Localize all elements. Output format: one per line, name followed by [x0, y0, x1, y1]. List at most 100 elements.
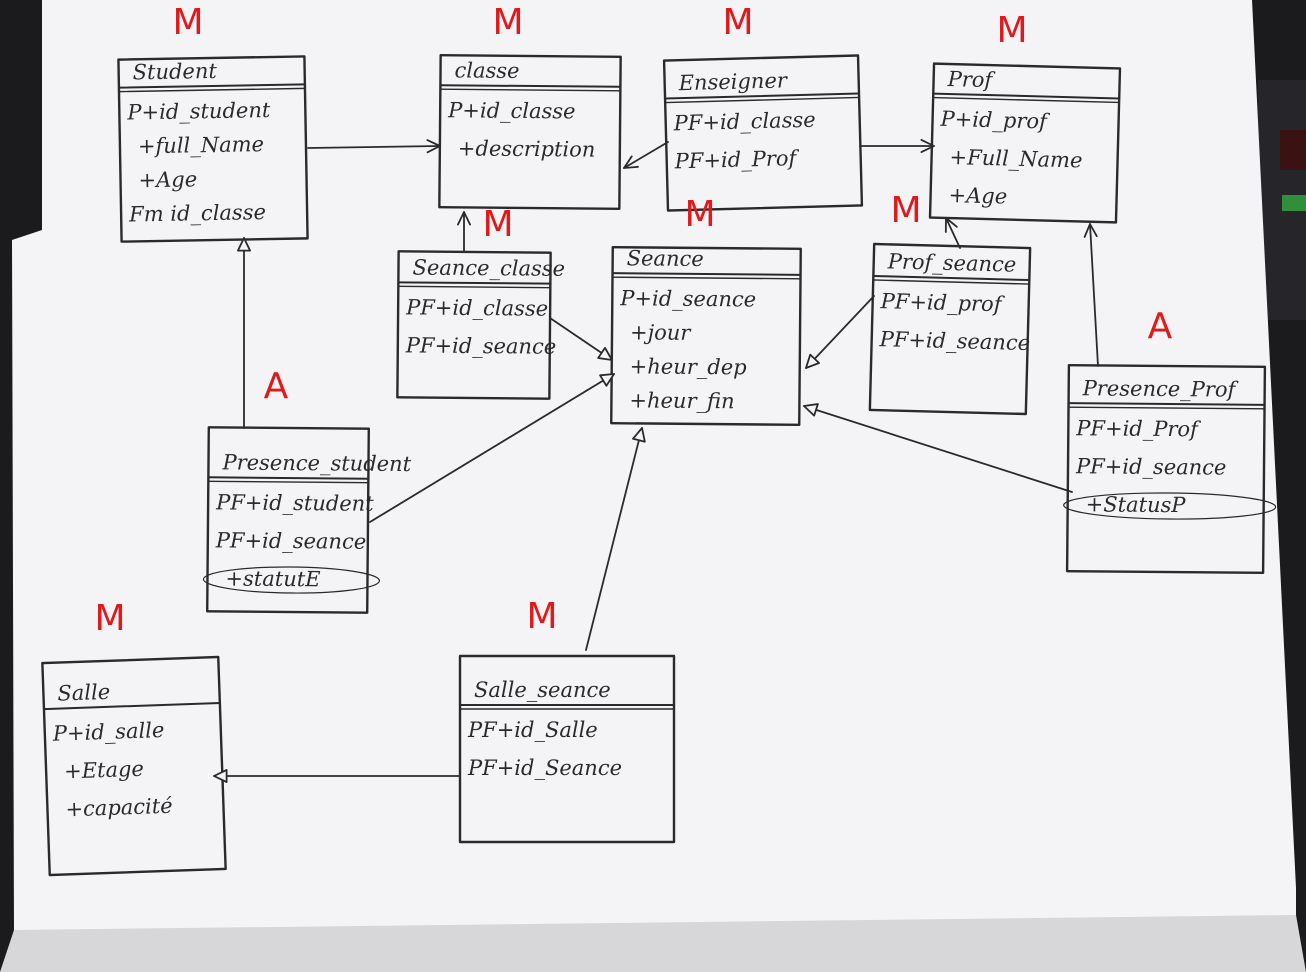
class-title: Prof_seance — [886, 249, 1016, 276]
class-title-divider — [117, 83, 306, 89]
class-title-divider-second — [611, 276, 802, 280]
open-arrowhead — [944, 217, 958, 233]
class-title: classe — [454, 58, 519, 83]
class-outline — [662, 54, 864, 212]
class-tag: M — [94, 598, 125, 639]
class-attribute: PF+id_seance — [215, 528, 367, 553]
class-title: Enseigner — [677, 68, 789, 95]
relation-enseigner-classe — [623, 141, 669, 169]
relation-line — [1089, 223, 1099, 367]
class-attribute: +capacité — [65, 794, 173, 822]
class-title-divider-second — [118, 87, 306, 93]
open-arrowhead — [426, 139, 441, 154]
class-title-divider-second — [664, 96, 860, 104]
class-title-divider — [207, 476, 370, 480]
class-attribute: +Age — [948, 183, 1007, 209]
class-title: Salle — [57, 680, 111, 706]
class-title: Seance — [627, 246, 704, 271]
class-attribute: PF+id_seance — [405, 333, 557, 358]
class-attribute: PF+id_student — [215, 490, 374, 515]
triangle-arrowhead — [599, 373, 615, 387]
relation-seance-classe-seance — [549, 317, 613, 361]
class-attribute: PF+id_classe — [405, 295, 548, 320]
relation-presence-prof-seance — [803, 403, 1073, 493]
class-tag: M — [890, 190, 921, 231]
class-tag: M — [996, 10, 1027, 51]
class-title-divider — [664, 92, 860, 100]
class-outline — [868, 242, 1032, 416]
open-arrowhead — [457, 211, 471, 226]
class-title-divider — [397, 281, 552, 285]
relation-line — [369, 373, 615, 523]
class-outline — [396, 250, 552, 400]
class-attribute: +Age — [138, 167, 197, 192]
class-attribute: +Etage — [64, 757, 145, 784]
class-box-presence-student: Presence_studentPF+id_studentPF+id_seanc… — [202, 426, 412, 614]
class-title: Student — [132, 59, 217, 84]
open-arrowhead — [1083, 223, 1098, 238]
class-tag: M — [684, 194, 715, 235]
relation-line — [307, 145, 441, 149]
relation-presence-student-student — [237, 237, 251, 429]
class-title-divider-second — [932, 96, 1120, 104]
class-attribute: PF+id_Seance — [467, 756, 622, 780]
triangle-arrowhead — [597, 346, 613, 361]
class-attribute: PF+id_classe — [672, 108, 816, 136]
class-title-divider — [1067, 402, 1266, 406]
class-outline — [41, 655, 227, 877]
class-attribute: PF+id_Prof — [1075, 416, 1201, 441]
class-outline — [117, 55, 309, 243]
class-title-divider-second — [872, 279, 1030, 285]
class-attribute: PF+id_seance — [878, 327, 1030, 355]
class-tag: M — [172, 2, 203, 43]
relation-line — [803, 405, 1073, 493]
paper-sheet — [12, 0, 1296, 935]
class-attribute: PF+id_Salle — [467, 718, 598, 742]
open-arrowhead — [623, 155, 639, 169]
class-outline — [438, 54, 622, 210]
class-tag: A — [264, 366, 289, 407]
paper-lower-edge — [0, 915, 1306, 972]
circled-attribute — [1063, 492, 1277, 520]
relation-presence-prof-prof — [1083, 223, 1099, 367]
class-attribute: +heur_dep — [630, 354, 747, 379]
class-attribute: +full_Name — [138, 132, 264, 158]
relation-student-classe — [307, 139, 441, 154]
class-title-divider-second — [439, 88, 622, 92]
relation-line — [623, 141, 669, 169]
class-attribute: P+id_prof — [939, 107, 1050, 134]
class-title-divider-second — [1067, 406, 1266, 410]
class-attribute: P+id_seance — [619, 286, 756, 311]
class-title-divider — [872, 274, 1031, 282]
relation-salle-seance-seance — [585, 427, 646, 651]
relation-line — [945, 217, 961, 249]
class-attribute: +Full_Name — [949, 145, 1082, 172]
circled-attribute — [202, 566, 381, 594]
class-title-divider — [42, 701, 221, 711]
relation-salle-seance-salle — [213, 769, 461, 783]
class-title-divider — [439, 84, 622, 88]
class-outline — [206, 426, 370, 614]
class-title: Prof — [946, 67, 995, 92]
triangle-arrowhead — [237, 237, 251, 252]
relation-line — [805, 295, 875, 369]
relation-line — [585, 427, 643, 651]
class-attribute: +heur_fin — [629, 388, 734, 413]
triangle-arrowhead — [805, 353, 820, 369]
class-outline — [458, 654, 676, 844]
open-arrowhead — [920, 139, 935, 153]
class-title-divider-second — [397, 285, 552, 289]
triangle-arrowhead — [632, 427, 646, 443]
relation-prof-seance-seance — [805, 295, 875, 369]
class-attribute: P+id_salle — [51, 718, 164, 746]
class-tag: A — [1148, 306, 1173, 347]
class-attribute: P+id_classe — [447, 98, 576, 123]
class-title: Seance_classe — [412, 255, 565, 280]
class-attribute: +jour — [630, 320, 692, 345]
